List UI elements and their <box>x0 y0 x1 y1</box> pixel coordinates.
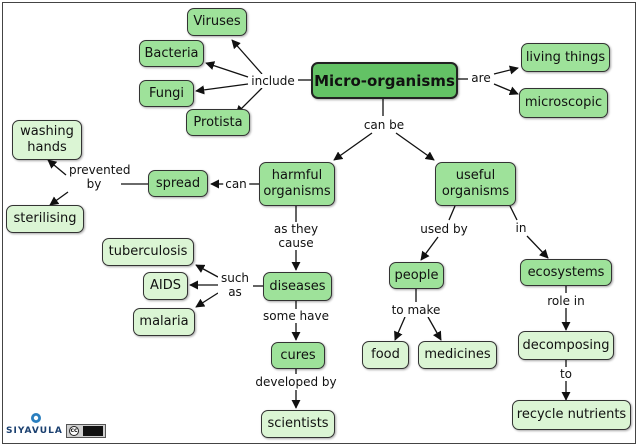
node-fungi: Fungi <box>139 80 194 107</box>
node-washing-hands: washing hands <box>12 120 82 160</box>
link-label-are: are <box>469 71 493 85</box>
link-label-can-be: can be <box>361 118 407 132</box>
siyavula-mark-icon <box>31 413 41 423</box>
node-decomposing: decomposing <box>518 331 614 360</box>
node-malaria: malaria <box>133 308 195 336</box>
node-people: people <box>389 262 444 289</box>
cc-by-icon <box>83 426 103 436</box>
link-label-as-they-cause: as they cause <box>271 222 321 250</box>
node-bacteria: Bacteria <box>139 40 204 67</box>
link-label-such-as: such as <box>218 271 252 299</box>
node-cures: cures <box>271 342 325 369</box>
node-food: food <box>362 341 409 369</box>
link-label-in: in <box>513 221 529 235</box>
link-label-include: include <box>249 74 297 88</box>
node-microscopic: microscopic <box>519 88 608 118</box>
node-sterilising: sterilising <box>6 205 84 233</box>
link-label-to: to <box>557 367 575 381</box>
node-spread: spread <box>148 170 208 197</box>
node-medicines: medicines <box>418 341 497 369</box>
node-protista: Protista <box>186 109 250 136</box>
link-label-can: can <box>223 177 249 191</box>
link-label-role-in: role in <box>545 294 587 308</box>
node-micro-organisms: Micro-organisms <box>311 62 458 99</box>
link-label-prevented-by: prevented by <box>67 163 131 191</box>
node-tuberculosis: tuberculosis <box>102 238 194 266</box>
link-label-to-make: to make <box>389 303 443 317</box>
link-label-used-by: used by <box>418 222 470 236</box>
node-scientists: scientists <box>261 410 335 438</box>
link-label-developed-by: developed by <box>253 375 339 389</box>
node-diseases: diseases <box>263 272 332 301</box>
node-viruses: Viruses <box>187 8 247 36</box>
node-recycle-nutrients: recycle nutrients <box>512 400 631 430</box>
diagram-frame <box>2 2 636 444</box>
node-aids: AIDS <box>143 272 188 300</box>
link-label-some-have: some have <box>261 309 331 323</box>
node-ecosystems: ecosystems <box>520 259 612 286</box>
siyavula-logo-text: SIYAVULA <box>6 426 63 436</box>
node-useful-organisms: useful organisms <box>435 162 516 206</box>
node-living-things: living things <box>521 43 610 72</box>
node-harmful-organisms: harmful organisms <box>259 162 335 206</box>
cc-license-icon: cc <box>69 426 79 436</box>
cc-license-badge: cc <box>66 424 106 438</box>
